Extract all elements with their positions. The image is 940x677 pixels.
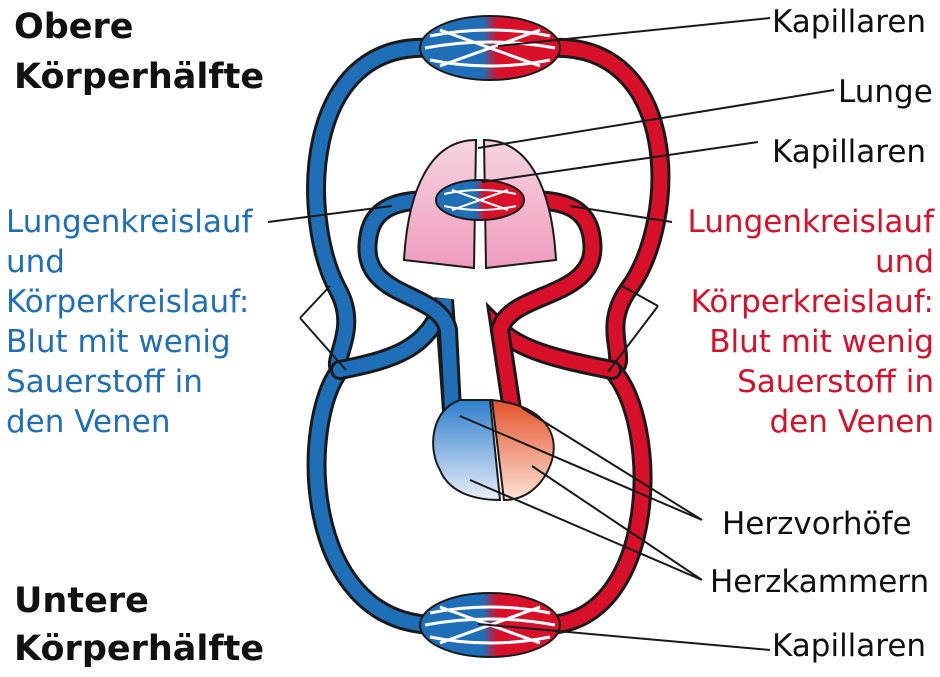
- left-text-line4: Blut mit wenig: [6, 324, 231, 361]
- left-text-line5: Sauerstoff in: [6, 364, 203, 401]
- left-text-line6: den Venen: [6, 404, 171, 441]
- label-capillaries-bottom: Kapillaren: [772, 628, 926, 665]
- capillary-bed-top: [420, 16, 560, 80]
- right-text-line4: Blut mit wenig: [709, 324, 934, 361]
- heart: [433, 400, 554, 500]
- right-text-line6: den Venen: [770, 404, 935, 441]
- capillary-bed-lung: [436, 180, 524, 220]
- right-text-line2: und: [875, 244, 934, 281]
- lower-body-heading-line2: Körperhälfte: [14, 628, 264, 670]
- label-atria: Herzvorhöfe: [722, 506, 912, 543]
- right-text-line3: Körperkreislauf:: [691, 284, 934, 321]
- upper-body-heading-line2: Körperhälfte: [14, 56, 264, 98]
- lower-body-heading-line1: Untere: [14, 580, 149, 622]
- left-heart-side: [492, 400, 554, 500]
- lower-vein: [317, 370, 432, 625]
- pulmonary-vessels: [367, 200, 592, 410]
- label-capillaries-top: Kapillaren: [772, 4, 926, 41]
- right-text-line1: Lungenkreislauf: [688, 204, 934, 241]
- label-lung: Lunge: [838, 74, 933, 111]
- left-text-line2: und: [6, 244, 65, 281]
- heart-connections: [340, 300, 612, 410]
- label-ventricles: Herzkammern: [710, 564, 929, 601]
- left-text-line3: Körperkreislauf:: [6, 284, 249, 321]
- label-capillaries-lung: Kapillaren: [772, 134, 926, 171]
- right-text-line5: Sauerstoff in: [737, 364, 934, 401]
- upper-body-heading-line1: Obere: [14, 6, 134, 48]
- right-heart-side: [433, 400, 500, 500]
- left-text-line1: Lungenkreislauf: [6, 204, 252, 241]
